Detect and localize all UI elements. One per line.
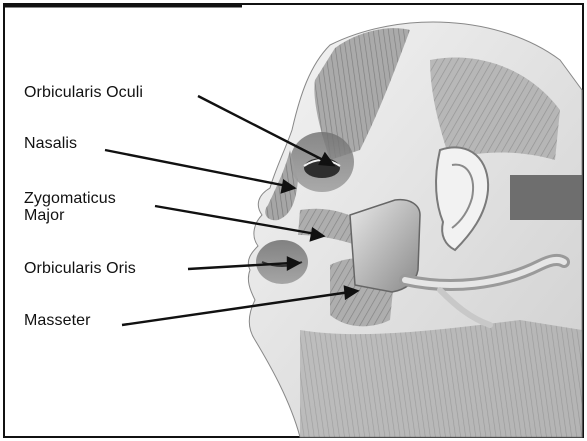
label-zygomaticus-line-2: Major — [24, 207, 174, 224]
label-nasalis: Nasalis — [24, 135, 77, 152]
label-orbicularis-oculi: Orbicularis Oculi — [24, 84, 143, 101]
label-orbicularis-oris: Orbicularis Oris — [24, 260, 136, 277]
label-masseter: Masseter — [24, 312, 91, 329]
label-zygomaticus-line-1: Zygomaticus — [24, 190, 174, 207]
label-zygomaticus-major: Zygomaticus Major — [24, 190, 174, 224]
